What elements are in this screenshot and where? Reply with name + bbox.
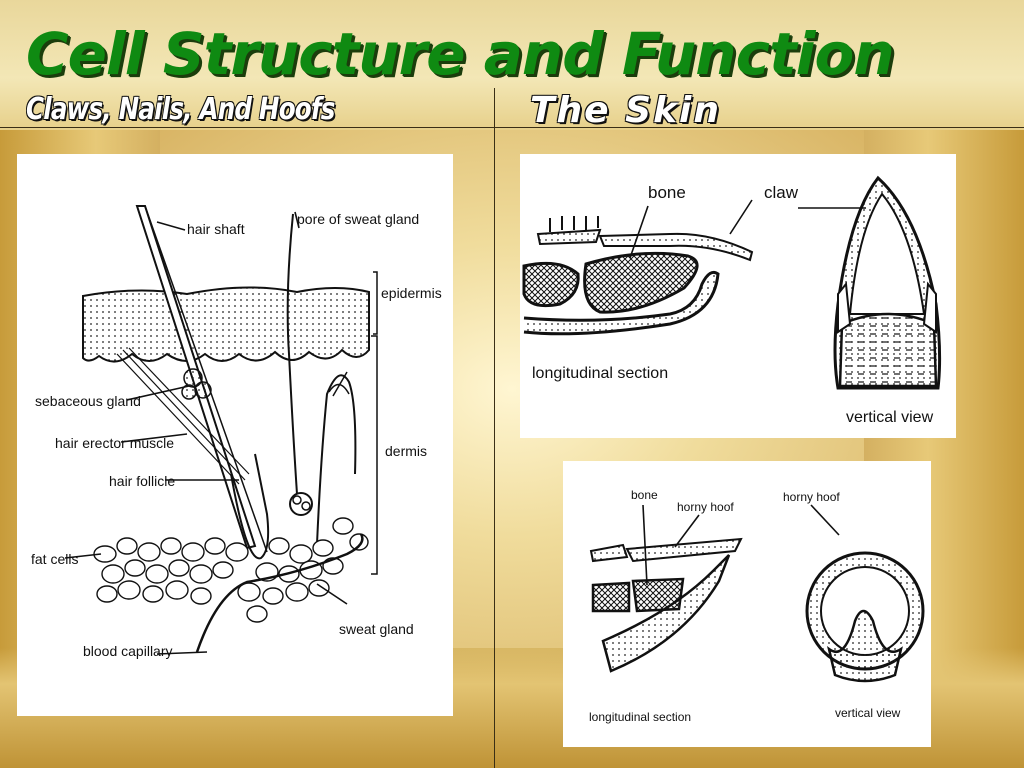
label-claw-bone: bone (648, 183, 686, 202)
hoof-vertical (805, 551, 925, 683)
label-hoof-bone: bone (631, 488, 658, 502)
skin-diagram-panel: hair shaft pore of sweat gland epidermis… (17, 154, 453, 716)
frame-top (0, 0, 1024, 130)
label-hoof-longitudinal: longitudinal section (589, 710, 691, 724)
label-hair-shaft: hair shaft (187, 221, 245, 237)
label-pore-sweat-gland: pore of sweat gland (297, 211, 419, 227)
fat-cells (93, 517, 369, 623)
label-fat-cells: fat cells (31, 551, 78, 567)
divider-vertical (494, 88, 495, 768)
hoof-longitudinal (589, 537, 743, 673)
label-blood-capillary: blood capillary (83, 643, 173, 659)
label-hair-follicle: hair follicle (109, 473, 175, 489)
sebaceous-gland (181, 368, 212, 400)
claw-vertical (833, 175, 942, 390)
epidermis-bracket (373, 271, 378, 335)
label-sweat-gland: sweat gland (339, 621, 414, 637)
subtitle-claws: Claws, Nails, And Hoofs (26, 92, 335, 127)
hoof-diagram: bone horny hoof horny hoof longitudinal … (589, 488, 925, 724)
claw-diagram-panel: bone claw longitudinal section vertical … (520, 154, 956, 438)
label-horny-hoof-right: horny hoof (783, 490, 840, 504)
divider-horizontal (0, 127, 1024, 128)
blood-capillary (195, 533, 364, 653)
claw-diagram: bone claw longitudinal section vertical … (522, 175, 942, 426)
dermal-papilla (316, 374, 357, 545)
hair-follicle (230, 453, 270, 560)
sweat-gland (289, 492, 313, 516)
label-claw-longitudinal: longitudinal section (532, 365, 668, 382)
claw-longitudinal (522, 216, 754, 336)
dermis-bracket (371, 335, 378, 575)
hoof-diagram-panel: bone horny hoof horny hoof longitudinal … (563, 461, 931, 747)
skin-diagram: hair shaft pore of sweat gland epidermis… (31, 205, 442, 659)
label-hoof-vertical: vertical view (835, 706, 901, 720)
label-hair-erector-muscle: hair erector muscle (55, 435, 174, 451)
label-sebaceous-gland: sebaceous gland (35, 393, 141, 409)
label-dermis: dermis (385, 443, 427, 459)
label-horny-hoof-left: horny hoof (677, 500, 734, 514)
slide-title: Cell Structure and Function (26, 20, 895, 88)
label-claw: claw (764, 183, 799, 202)
subtitle-skin: The Skin (530, 90, 721, 131)
label-epidermis: epidermis (381, 285, 442, 301)
epidermis-layer (82, 286, 370, 363)
label-claw-vertical: vertical view (846, 409, 934, 426)
